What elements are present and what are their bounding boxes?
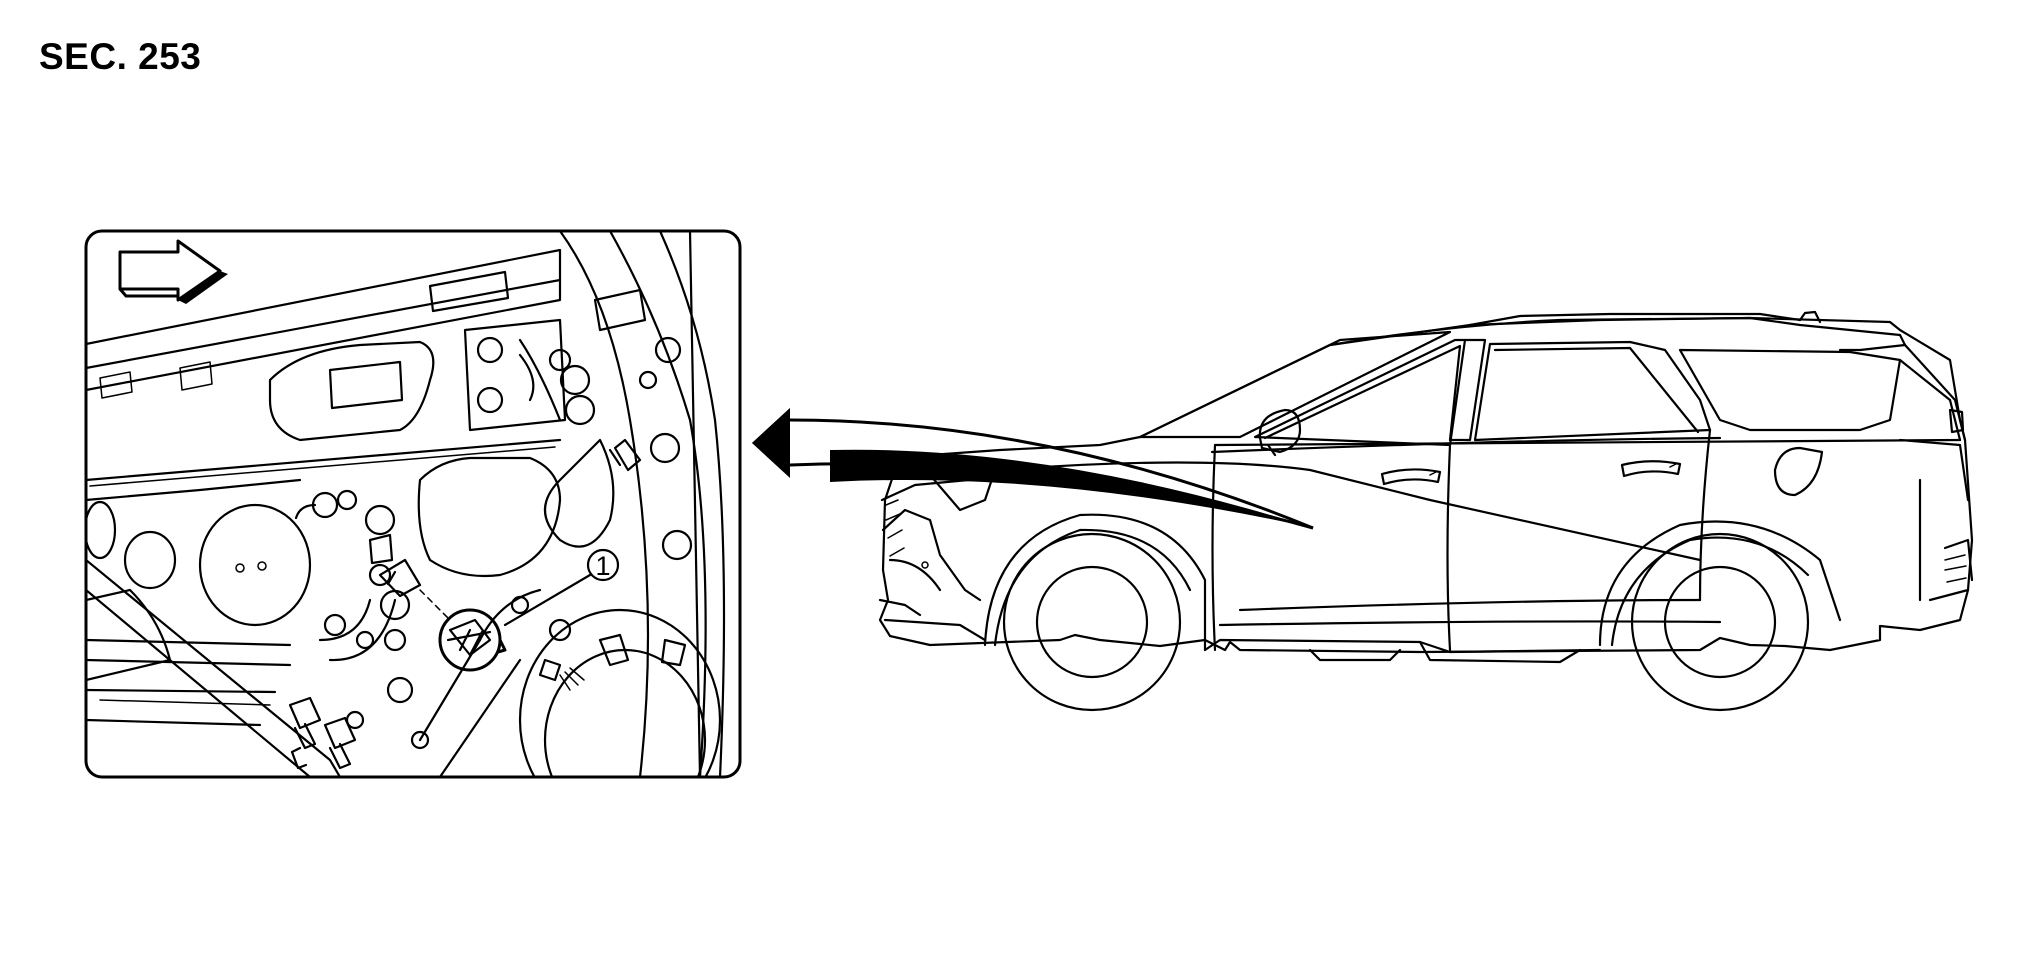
detail-view-frame [84,229,742,779]
harness-connectors [288,696,357,770]
vehicle-side-view [878,310,1974,712]
door-speaker [518,608,722,777]
detail-view: 1 [84,229,742,779]
callout-1: 1 [503,548,620,627]
front-direction-arrow-icon [118,239,228,304]
section-number: SEC. 253 [39,36,202,77]
front-fascia [878,464,1002,642]
front-wheel [983,513,1207,712]
rear-wheel [1598,520,1842,712]
panel-holes [294,489,572,750]
door-clip-part [378,558,507,672]
callout-1-label: 1 [595,551,610,581]
door-upper-rail [86,248,562,487]
speaker-opening [86,500,312,682]
door-latch-bracket [463,288,647,432]
rear-fascia [1898,343,1974,602]
door-handles [1380,460,1682,486]
